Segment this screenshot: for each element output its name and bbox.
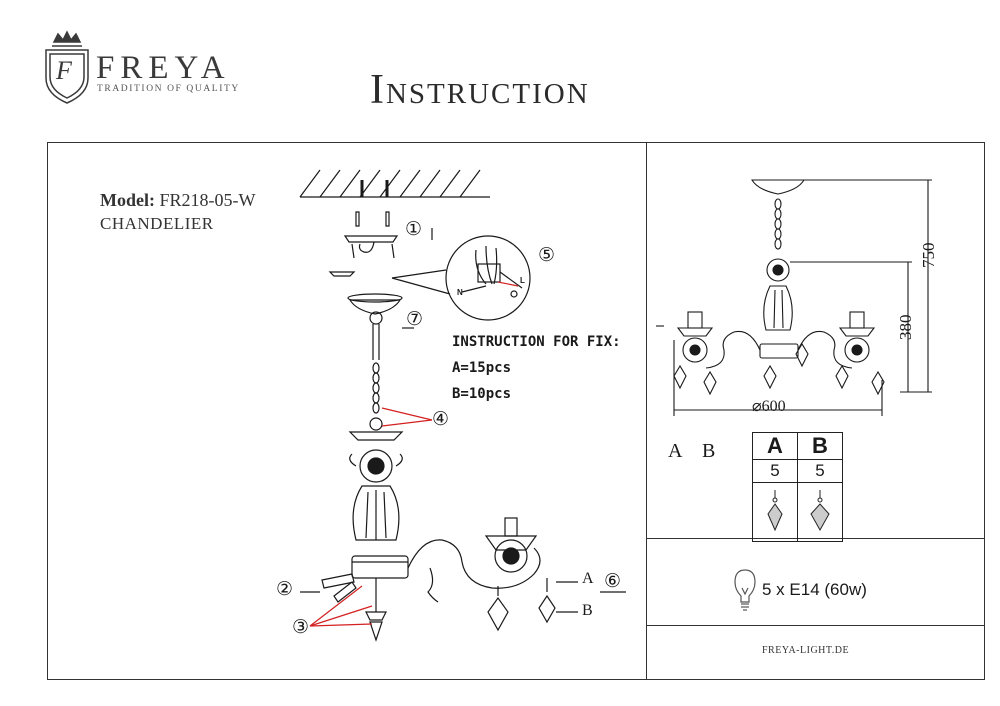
height-dimension: 750 <box>919 242 938 269</box>
crystal-b <box>538 578 556 624</box>
leader-lines <box>309 281 519 627</box>
step-2-marker: ② <box>276 578 294 600</box>
body-dimension: 380 <box>896 314 915 341</box>
crystal-b-label: B <box>582 602 593 619</box>
fix-count-b: B=10pcs <box>452 386 512 402</box>
socket-sleeve <box>321 573 357 603</box>
parts-count-b: 5 <box>797 459 843 483</box>
parts-header-b: B <box>797 432 843 460</box>
crystal-a <box>487 586 509 632</box>
bulb-icon <box>734 569 756 611</box>
fix-title: INSTRUCTION FOR FIX: <box>452 334 621 350</box>
product-type: CHANDELIER <box>100 214 214 233</box>
step-5-marker: ⑤ <box>538 244 556 266</box>
dimension-drawing <box>656 179 932 416</box>
brand-logo <box>45 30 89 104</box>
model-line: Model: FR218-05-W <box>100 190 255 211</box>
step-6-marker: ⑥ <box>604 570 622 592</box>
website: FREYA-LIGHT.DE <box>762 645 850 656</box>
brand-name: FREYA <box>96 50 231 86</box>
mounting-bracket <box>343 235 399 243</box>
panel-divider <box>646 142 647 680</box>
step-4-marker: ④ <box>432 408 450 430</box>
model-label: Model: <box>100 190 155 210</box>
crystal-a-label: A <box>582 570 594 587</box>
bulb-spec: 5 x E14 (60w) <box>762 580 867 599</box>
assembly-drawing <box>299 169 626 642</box>
model-code: FR218-05-W <box>159 190 256 210</box>
wire-neutral-label: N <box>457 288 463 297</box>
fix-count-a: A=15pcs <box>452 360 512 376</box>
diagram-frame <box>47 142 985 680</box>
canopy <box>348 299 402 315</box>
parts-table: A B 5 5 <box>752 432 843 542</box>
crystal-b-image <box>797 482 843 542</box>
crystal-b-legend: B <box>702 440 716 462</box>
ceiling-hatch <box>299 169 481 198</box>
crystal-a-legend: A <box>668 440 683 462</box>
page-title: Instruction <box>370 67 590 113</box>
wiring-detail <box>445 235 531 321</box>
crystal-a-image <box>752 482 798 542</box>
parts-header-a: A <box>752 432 798 460</box>
wire-live-label: L <box>520 276 525 285</box>
arm-hub <box>351 555 409 579</box>
panel-divider-lower <box>646 625 985 626</box>
step-3-marker: ③ <box>292 616 310 638</box>
parts-count-a: 5 <box>752 459 798 483</box>
chandelier-arm <box>407 539 541 589</box>
column-vase <box>352 485 400 541</box>
step-1-marker: ① <box>405 218 423 240</box>
logo-letter: F <box>56 56 72 85</box>
chain <box>372 362 380 414</box>
brand-tagline: TRADITION OF QUALITY <box>97 84 240 94</box>
diameter-dimension: ⌀600 <box>752 398 786 415</box>
step-7-marker: ⑦ <box>406 308 424 330</box>
